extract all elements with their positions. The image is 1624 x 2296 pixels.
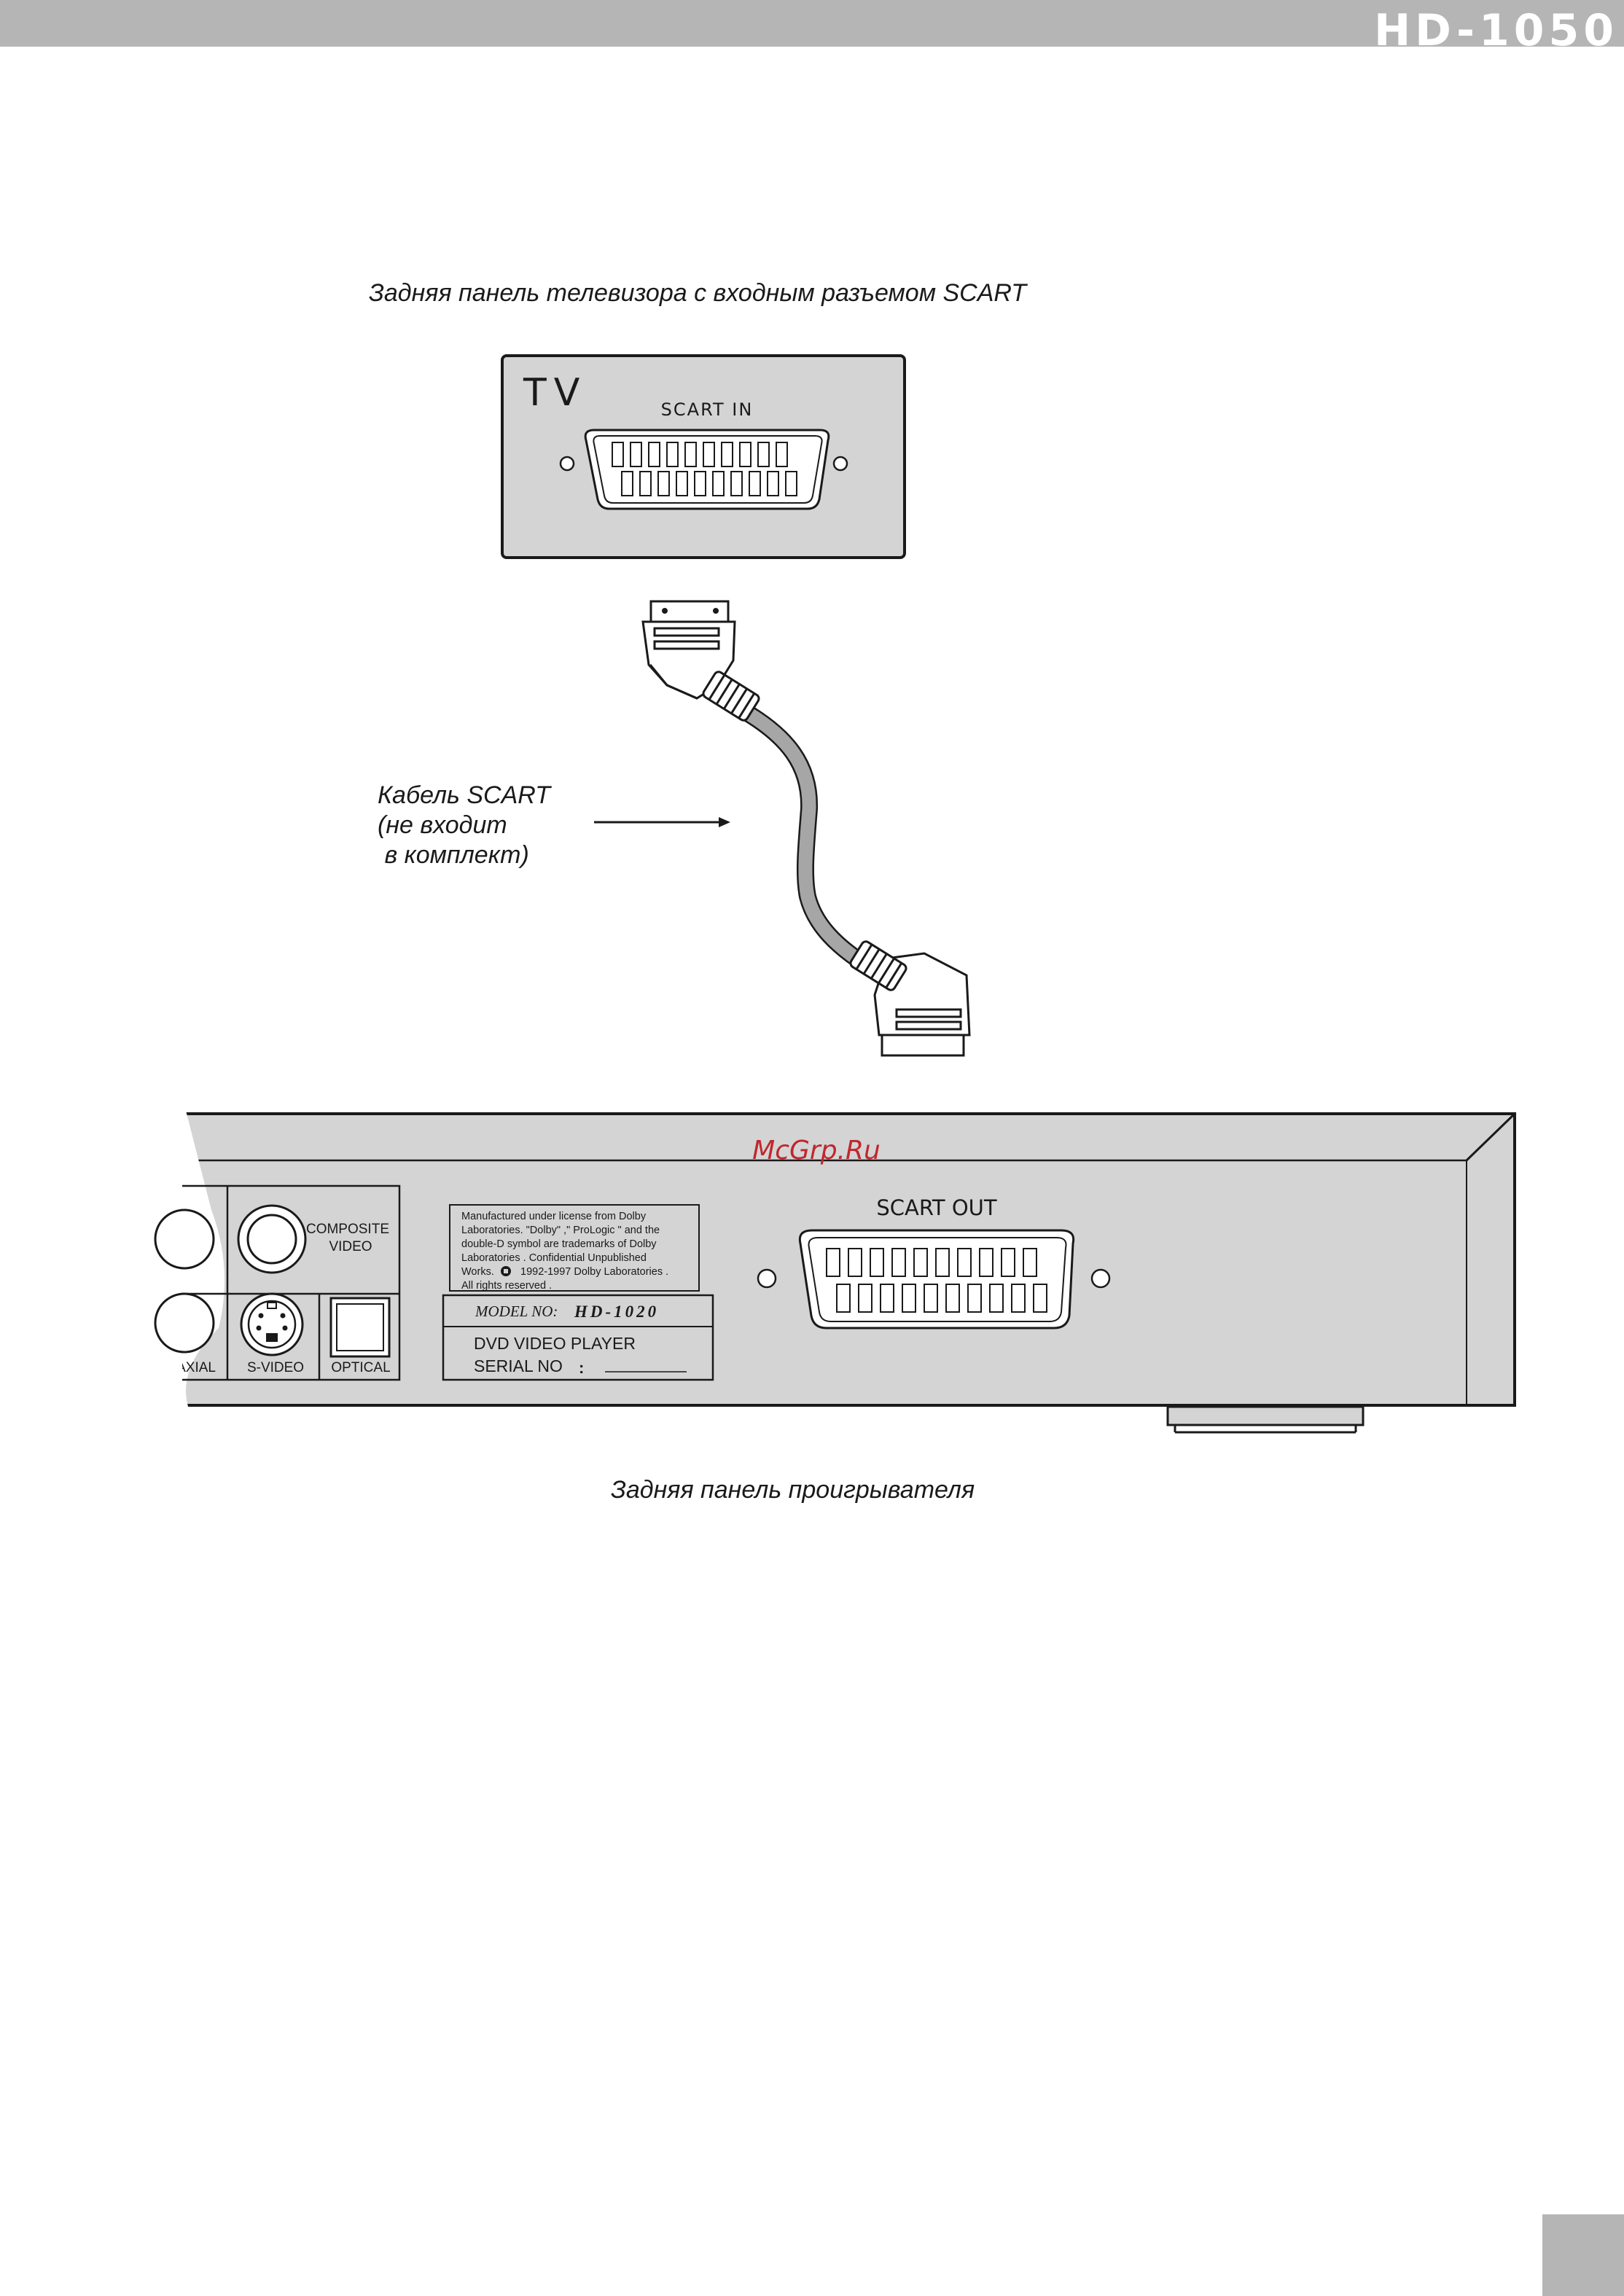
tv-label: TV: [523, 371, 587, 415]
scart-pin: [703, 442, 715, 467]
serial-label: SERIAL NO: [474, 1356, 563, 1375]
model-title: HD-1050: [1373, 5, 1618, 56]
scart-pin: [776, 442, 788, 467]
scart-pin: [648, 442, 660, 467]
cable-label-line-3: в комплект): [378, 841, 529, 869]
dolby-line-1: Manufactured under license from Dolby: [461, 1211, 647, 1222]
scart-pin: [967, 1284, 982, 1313]
scart-pin: [757, 442, 770, 467]
scart-cable: [641, 600, 971, 1057]
scart-pin: [924, 1284, 938, 1313]
scart-pin: [945, 1284, 960, 1313]
scart-pin: [880, 1284, 894, 1313]
scart-pin: [684, 442, 697, 467]
scart-pin: [870, 1248, 884, 1277]
header-bar: HD-1050: [0, 0, 1624, 56]
scart-pin: [621, 471, 633, 496]
product-line: DVD VIDEO PLAYER: [474, 1334, 636, 1353]
player-screw-right: [1090, 1268, 1111, 1289]
scart-in-socket: [584, 429, 830, 510]
scart-pin: [721, 442, 733, 467]
s-video-jack: [240, 1292, 304, 1356]
scart-pin: [694, 471, 706, 496]
scart-pin: [712, 471, 725, 496]
page-corner-tab: [1542, 2214, 1624, 2296]
cable-label: Кабель SCART (не входит в комплект): [378, 781, 550, 870]
composite-label-line2: VIDEO: [329, 1239, 372, 1254]
scart-pin: [739, 442, 752, 467]
model-no-value: HD-1020: [574, 1303, 659, 1321]
dolby-line-2: Laboratories. "Dolby" ," ProLogic " and …: [461, 1225, 660, 1236]
scart-pin: [676, 471, 688, 496]
scart-pin: [657, 471, 670, 496]
scart-pin: [630, 442, 642, 467]
optical-label: OPTICAL: [331, 1360, 390, 1375]
cable-label-line-1: Кабель SCART: [378, 781, 550, 809]
dolby-line-5b: 1992-1997 Dolby Laboratories .: [520, 1266, 668, 1278]
composite-label-line1: COMPOSITE: [306, 1222, 389, 1237]
scart-pin: [891, 1248, 906, 1277]
scart-pin: [767, 471, 779, 496]
tv-rear-panel: TV SCART IN: [501, 354, 906, 559]
scart-pin: [957, 1248, 972, 1277]
scart-pin: [1023, 1248, 1037, 1277]
coaxial-jack: [154, 1292, 215, 1354]
partial-jack-top: [154, 1208, 215, 1270]
scart-pin: [826, 1248, 840, 1277]
model-plate: MODEL NO: HD-1020 DVD VIDEO PLAYER SERIA…: [442, 1294, 714, 1381]
scart-pin: [836, 1284, 851, 1313]
model-no-label: MODEL NO:: [475, 1303, 558, 1320]
tv-screw-right: [832, 456, 848, 472]
jack-panel: COMPOSITE VIDEO COAXIAL S-VIDEO OPTICAL: [154, 1184, 401, 1381]
scart-pin: [935, 1248, 950, 1277]
tv-screw-left: [559, 456, 575, 472]
scart-out-socket: [798, 1229, 1075, 1329]
scart-pin: [730, 471, 743, 496]
cable-label-line-2: (не входит: [378, 811, 507, 839]
scart-pin: [858, 1284, 872, 1313]
tv-panel-caption: Задняя панель телевизора с входным разъе…: [369, 279, 1027, 307]
scart-pin: [666, 442, 679, 467]
scart-pin: [612, 442, 624, 467]
dolby-notice: Manufactured under license from Dolby La…: [449, 1204, 700, 1292]
scart-in-label: SCART IN: [661, 399, 754, 420]
optical-jack: [329, 1297, 391, 1358]
player-panel-caption: Задняя панель проигрывателя: [611, 1476, 975, 1504]
cable-pointer-arrow: [594, 817, 730, 827]
dolby-line-6: All rights reserved .: [461, 1280, 552, 1292]
scart-pin: [785, 471, 797, 496]
composite-video-jack: [237, 1204, 307, 1274]
scart-pin: [848, 1248, 862, 1277]
coaxial-label: COAXIAL: [156, 1360, 216, 1375]
dolby-line-5a: Works.: [461, 1266, 494, 1278]
scart-pin: [913, 1248, 928, 1277]
dolby-line-3: double-D symbol are trademarks of Dolby: [461, 1238, 657, 1250]
dolby-line-4: Laboratories . Confidential Unpublished: [461, 1252, 647, 1264]
scart-pin: [1001, 1248, 1015, 1277]
scart-plug-top: [641, 600, 760, 722]
watermark: McGrp.Ru: [752, 1136, 881, 1165]
serial-separator: :: [579, 1359, 584, 1377]
player-rear-panel: McGrp.Ru: [154, 1108, 1516, 1434]
scart-pin: [989, 1284, 1004, 1313]
scart-plug-bottom: [849, 940, 971, 1057]
scart-pin: [902, 1284, 916, 1313]
scart-pin: [1011, 1284, 1026, 1313]
scart-out-label: SCART OUT: [876, 1195, 997, 1220]
player-screw-left: [757, 1268, 777, 1289]
scart-pin: [979, 1248, 993, 1277]
scart-pin: [749, 471, 761, 496]
scart-pin: [1033, 1284, 1047, 1313]
scart-pin: [639, 471, 652, 496]
s-video-label: S-VIDEO: [247, 1360, 304, 1375]
